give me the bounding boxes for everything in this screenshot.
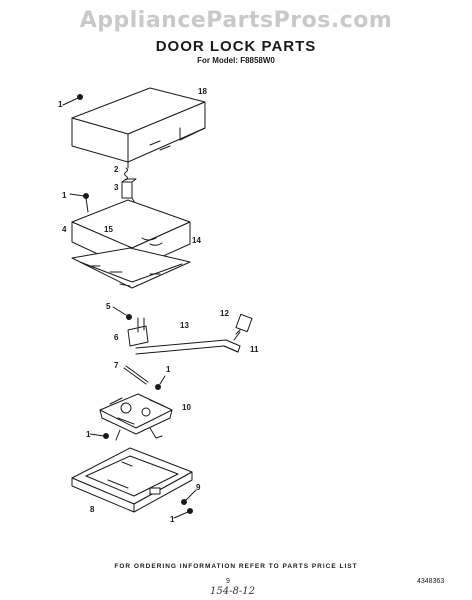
pin-part <box>123 365 149 385</box>
page-number: 9 <box>226 578 230 585</box>
callout-8: 8 <box>90 505 95 514</box>
cover-part <box>71 87 206 169</box>
callout-1c: 1 <box>166 365 171 374</box>
callout-7: 7 <box>114 361 119 370</box>
diagram-title: DOOR LOCK PARTS <box>155 38 317 55</box>
callout-6: 6 <box>114 333 119 342</box>
callout-18: 18 <box>198 87 207 96</box>
callout-2: 2 <box>114 165 119 174</box>
document-number: 4348363 <box>417 578 445 585</box>
callout-1d: 1 <box>86 430 91 439</box>
rod-part <box>135 331 241 355</box>
screw-icon <box>155 375 166 390</box>
latch-mechanism-part <box>99 393 173 441</box>
callout-15: 15 <box>104 225 113 234</box>
connector-part <box>235 313 253 335</box>
callout-11: 11 <box>250 345 259 354</box>
spring-part <box>124 167 128 181</box>
callout-12: 12 <box>220 309 229 318</box>
callout-5: 5 <box>106 302 111 311</box>
callout-13: 13 <box>180 321 189 330</box>
base-plate-part <box>71 247 191 289</box>
callout-4: 4 <box>62 225 67 234</box>
screw-icon <box>62 94 83 106</box>
callout-1b: 1 <box>62 191 67 200</box>
callout-14: 14 <box>192 236 201 245</box>
bracket-part <box>127 317 149 347</box>
screw-icon <box>89 433 109 439</box>
ordering-footer: FOR ORDERING INFORMATION REFER TO PARTS … <box>114 563 358 570</box>
callout-3: 3 <box>114 183 119 192</box>
tray-part <box>71 447 193 513</box>
screw-icon <box>173 489 197 519</box>
model-number: For Model: F8858W0 <box>197 56 275 65</box>
handwritten-note: 154-8-12 <box>210 586 255 597</box>
callout-1: 1 <box>58 100 63 109</box>
screw-icon <box>69 193 89 213</box>
screw-icon <box>112 306 132 320</box>
callout-9: 9 <box>196 483 201 492</box>
callout-1e: 1 <box>170 515 175 524</box>
callout-10: 10 <box>182 403 191 412</box>
watermark: AppliancePartsPros.com <box>79 8 393 33</box>
